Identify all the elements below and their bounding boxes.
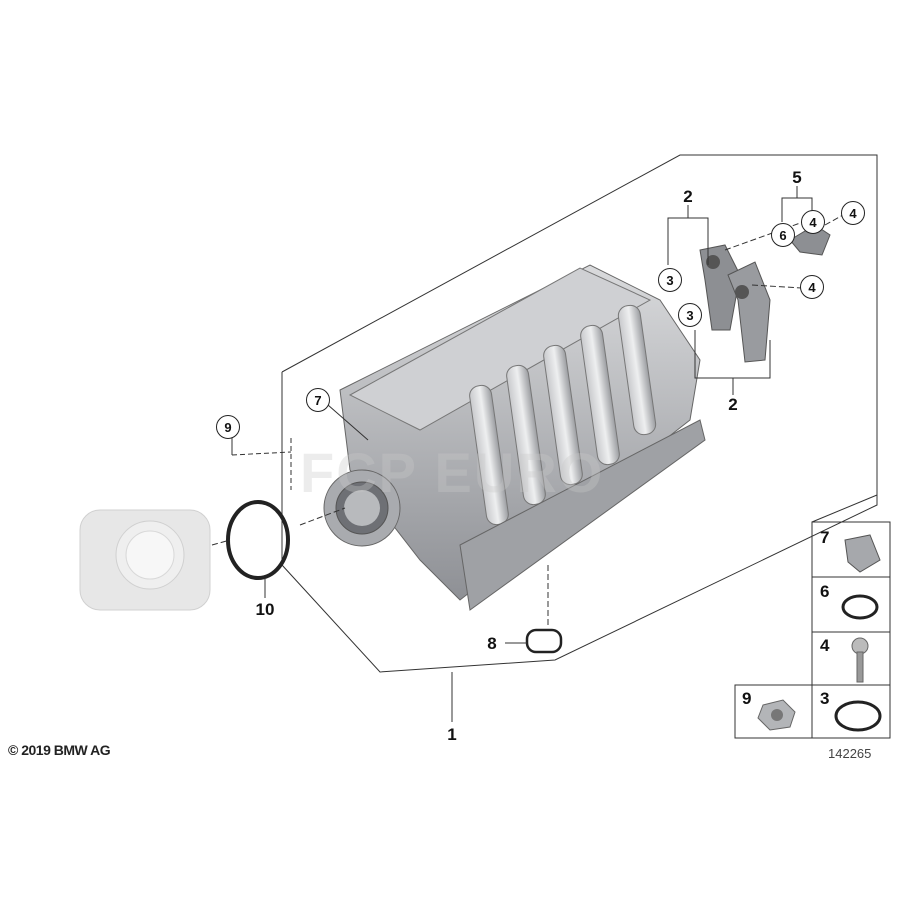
callout-4-circle: 4 bbox=[841, 201, 865, 225]
callout-3-circle: 3 bbox=[658, 268, 682, 292]
callout-6-circle: 6 bbox=[771, 223, 795, 247]
legend-label-9: 9 bbox=[742, 689, 752, 708]
callout-9-circle: 9 bbox=[216, 415, 240, 439]
callout-4-circle: 4 bbox=[800, 275, 824, 299]
legend-oring-3 bbox=[834, 700, 882, 732]
sensor-lower bbox=[727, 261, 771, 363]
assembly-boundary bbox=[281, 154, 878, 673]
watermark: FCP EURO bbox=[300, 441, 605, 504]
legend-label-6: 6 bbox=[820, 582, 830, 601]
callout-4-circle: 4 bbox=[801, 210, 825, 234]
callout-2-lower: 2 bbox=[728, 395, 738, 414]
throttle-body bbox=[79, 509, 211, 611]
legend-grid bbox=[734, 521, 891, 739]
legend-clip-7 bbox=[844, 534, 881, 573]
callout-3-circle: 3 bbox=[678, 303, 702, 327]
legend-label-7: 7 bbox=[820, 528, 830, 547]
callout-2-upper: 2 bbox=[683, 187, 693, 206]
legend-nut-9 bbox=[757, 699, 796, 731]
gasket-8 bbox=[525, 628, 563, 654]
callout-7-circle: 7 bbox=[306, 388, 330, 412]
legend-label-4: 4 bbox=[820, 636, 830, 655]
callout-1: 1 bbox=[447, 725, 457, 744]
intake-manifold bbox=[323, 264, 706, 611]
callout-10: 10 bbox=[255, 600, 275, 619]
legend-oring-6 bbox=[841, 594, 879, 620]
callout-8: 8 bbox=[487, 634, 497, 653]
callout-5: 5 bbox=[792, 168, 802, 187]
legend-screw-4 bbox=[851, 637, 869, 683]
gasket-10 bbox=[226, 500, 290, 580]
copyright: © 2019 BMW AG bbox=[8, 742, 111, 758]
sensor-upper bbox=[699, 244, 741, 331]
legend-label-3: 3 bbox=[820, 689, 830, 708]
diagram-number: 142265 bbox=[828, 746, 872, 761]
